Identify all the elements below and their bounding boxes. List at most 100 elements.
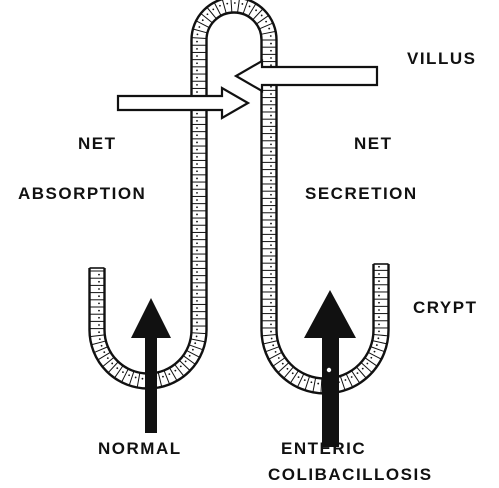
cell-nucleus (270, 43, 272, 45)
cell-nucleus (196, 206, 198, 208)
cell-nucleus (270, 273, 272, 275)
cell-nucleus (98, 310, 100, 312)
cell-nucleus (98, 288, 100, 290)
enteric-label-line2: COLIBACILLOSIS (268, 466, 433, 483)
cell-nucleus (270, 201, 272, 203)
cell-nucleus (270, 93, 272, 95)
cell-nucleus (98, 317, 100, 319)
net-absorption-label-line2: ABSORPTION (18, 185, 146, 202)
cell-nucleus (357, 372, 359, 374)
cell-nucleus (270, 50, 272, 52)
cell-nucleus (270, 302, 272, 304)
cell-nucleus (98, 295, 100, 297)
crypt-label: CRYPT (413, 299, 478, 316)
cell-nucleus (378, 323, 380, 325)
cell-nucleus (241, 3, 243, 5)
cell-nucleus (196, 41, 198, 43)
cell-nucleus (196, 322, 198, 324)
cell-nucleus (270, 57, 272, 59)
cell-nucleus (174, 370, 176, 372)
cell-nucleus (270, 187, 272, 189)
cell-nucleus (270, 64, 272, 66)
cell-nucleus (135, 377, 137, 379)
cell-nucleus (270, 129, 272, 131)
cell-nucleus (196, 199, 198, 201)
cell-nucleus (255, 9, 257, 11)
normal-uptake-arrow (131, 298, 171, 433)
cell-nucleus (98, 274, 100, 276)
cell-nucleus (180, 366, 182, 368)
cell-nucleus (196, 257, 198, 259)
cell-nucleus (98, 281, 100, 283)
cell-nucleus (278, 357, 280, 359)
cell-nucleus (196, 163, 198, 165)
cell-nucleus (270, 280, 272, 282)
cell-nucleus (196, 314, 198, 316)
cell-nucleus (196, 142, 198, 144)
cell-nucleus (270, 237, 272, 239)
cell-nucleus (378, 302, 380, 304)
cell-nucleus (219, 5, 221, 7)
net-absorption-label-line1: NET (78, 135, 117, 152)
cell-nucleus (192, 349, 194, 351)
cell-nucleus (378, 287, 380, 289)
cell-nucleus (270, 115, 272, 117)
cell-nucleus (98, 331, 100, 333)
cell-nucleus (226, 3, 228, 5)
cell-nucleus (196, 156, 198, 158)
cell-nucleus (116, 367, 118, 369)
net-secretion-label-line2: SECRETION (305, 185, 418, 202)
cell-nucleus (196, 113, 198, 115)
cell-nucleus (270, 251, 272, 253)
cell-nucleus (196, 293, 198, 295)
cell-nucleus (265, 21, 267, 23)
cell-nucleus (378, 273, 380, 275)
cell-nucleus (270, 331, 272, 333)
cell-nucleus (310, 381, 312, 383)
cell-nucleus (376, 344, 378, 346)
cell-nucleus (378, 309, 380, 311)
cell-nucleus (98, 324, 100, 326)
cell-nucleus (298, 376, 300, 378)
cell-nucleus (270, 158, 272, 160)
cell-nucleus (270, 244, 272, 246)
cell-nucleus (142, 378, 144, 380)
cell-nucleus (196, 278, 198, 280)
cell-nucleus (270, 295, 272, 297)
cell-nucleus (196, 242, 198, 244)
cell-nucleus (270, 208, 272, 210)
arrow-highlight-dot (327, 368, 331, 372)
cell-nucleus (194, 342, 196, 344)
cell-nucleus (196, 271, 198, 273)
cell-nucleus (270, 107, 272, 109)
cell-nucleus (162, 376, 164, 378)
cell-nucleus (270, 287, 272, 289)
cell-nucleus (196, 329, 198, 331)
enteric-label-line1: ENTERIC (281, 440, 366, 457)
cell-nucleus (196, 149, 198, 151)
cell-nucleus (196, 127, 198, 129)
cell-nucleus (196, 228, 198, 230)
cell-nucleus (99, 338, 101, 340)
cell-nucleus (378, 316, 380, 318)
cell-nucleus (270, 323, 272, 325)
cell-nucleus (196, 170, 198, 172)
cell-nucleus (196, 214, 198, 216)
cell-nucleus (107, 357, 109, 359)
cell-nucleus (196, 336, 198, 338)
cell-nucleus (122, 371, 124, 373)
cell-nucleus (249, 6, 251, 8)
cell-nucleus (196, 70, 198, 72)
cell-nucleus (185, 361, 187, 363)
cell-nucleus (282, 363, 284, 365)
cell-nucleus (378, 295, 380, 297)
net-secretion-arrow (236, 61, 377, 91)
cell-nucleus (196, 178, 198, 180)
cell-nucleus (270, 194, 272, 196)
cell-nucleus (268, 28, 270, 30)
cell-nucleus (261, 15, 263, 17)
cell-nucleus (304, 379, 306, 381)
cell-nucleus (202, 19, 204, 21)
cell-nucleus (270, 136, 272, 138)
cell-nucleus (196, 221, 198, 223)
